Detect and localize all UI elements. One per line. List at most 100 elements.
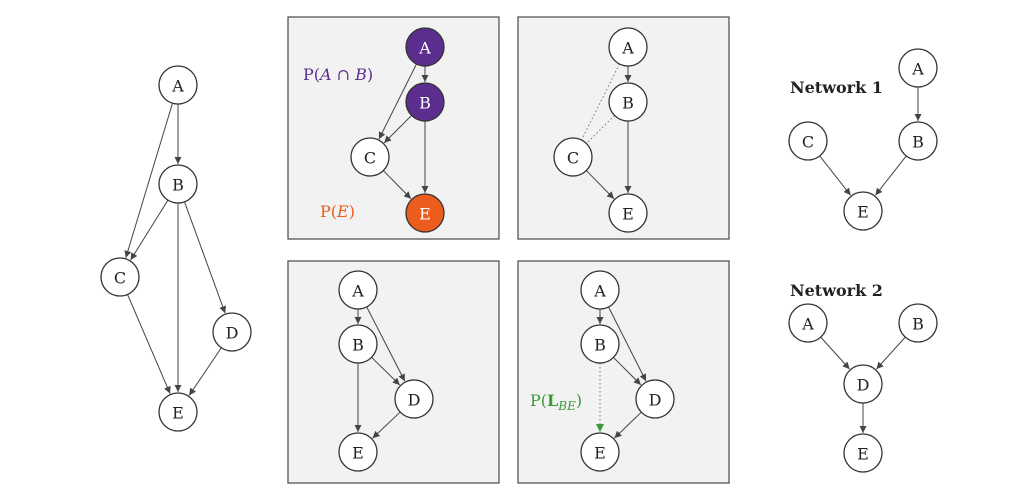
panel3-node-a: A — [338, 270, 378, 310]
network2-node-a: A — [788, 303, 828, 343]
full-node-e-circle — [158, 392, 198, 432]
panel4-node-e: E — [580, 432, 620, 472]
panel3-node-d-circle — [394, 379, 434, 419]
full-edge-b-c — [130, 199, 169, 261]
panel3-node-b: B — [338, 324, 378, 364]
network1-edge-c-e — [819, 155, 852, 196]
panel2-node-e-label: E — [622, 205, 634, 224]
panel3-node-a-label: A — [351, 282, 364, 301]
panel1-node-b-label: B — [419, 94, 431, 113]
panel2-node-c-label: C — [567, 149, 579, 168]
panel3-node-b-circle — [338, 324, 378, 364]
network-2-title: Network 2 — [790, 281, 883, 300]
full-edge-a-c — [124, 103, 173, 258]
full-node-e: E — [158, 392, 198, 432]
panel1-node-a-label: A — [418, 39, 431, 58]
panel2-edge-b-c — [586, 115, 615, 144]
network2-node-e-circle — [843, 433, 883, 473]
network2-node-b-label: B — [912, 315, 924, 334]
full-node-b-label: B — [172, 176, 184, 195]
panel2-node-a: A — [608, 27, 648, 67]
panel2-edge-c-e — [585, 170, 615, 200]
panel1-node-b-circle — [405, 82, 445, 122]
panel4-edge-a-d — [608, 306, 647, 382]
network2-node-b: B — [898, 303, 938, 343]
full-node-e-label: E — [172, 404, 184, 423]
panel-3-box — [287, 260, 500, 484]
panel4-edge-b-d — [613, 357, 642, 386]
panel1-node-e: E — [405, 193, 445, 233]
full-edge-d-e — [188, 347, 222, 396]
network1-node-b-circle — [898, 121, 938, 161]
panel4-node-d-label: D — [649, 391, 662, 410]
network2-node-e-label: E — [857, 445, 869, 464]
full-node-d-label: D — [226, 324, 239, 343]
full-node-d: D — [212, 312, 252, 352]
panel1-node-c-circle — [350, 137, 390, 177]
annotation-p-e: P(E) — [320, 202, 355, 221]
full-node-c: C — [100, 257, 140, 297]
panel4-node-a-label: A — [593, 282, 606, 301]
network2-node-e: E — [843, 433, 883, 473]
full-edge-b-d — [184, 201, 227, 314]
full-node-d-circle — [212, 312, 252, 352]
panel3-node-e: E — [338, 432, 378, 472]
panel4-node-b-label: B — [594, 336, 606, 355]
panel2-node-b: B — [608, 82, 648, 122]
edges-layer — [124, 63, 922, 439]
full-edge-c-e — [127, 294, 171, 394]
panel4-node-d-circle — [635, 379, 675, 419]
panel3-edge-d-e — [372, 411, 401, 439]
panel1-node-b: B — [405, 82, 445, 122]
network1-node-b: B — [898, 121, 938, 161]
annotation-p-a-and-b: P(A ∩ B) — [303, 65, 373, 84]
panel1-edge-c-e — [382, 170, 412, 200]
panel4-node-a-circle — [580, 270, 620, 310]
panel4-node-e-circle — [580, 432, 620, 472]
annotation-p-l-be: P(LBE) — [530, 391, 582, 413]
network2-node-d-label: D — [857, 376, 870, 395]
panel4-node-b-circle — [580, 324, 620, 364]
panel3-edge-a-d — [366, 306, 406, 382]
network1-edge-b-e — [874, 155, 907, 196]
panel4-edge-d-e — [614, 411, 642, 439]
network1-node-e-circle — [843, 191, 883, 231]
panel1-node-c-label: C — [364, 149, 376, 168]
network1-node-a-label: A — [911, 60, 924, 79]
panel2-node-e: E — [608, 193, 648, 233]
panel2-node-a-circle — [608, 27, 648, 67]
full-node-b: B — [158, 164, 198, 204]
panel1-node-e-label: E — [419, 205, 431, 224]
network2-edge-b-d — [876, 336, 906, 370]
network2-node-d-circle — [843, 364, 883, 404]
network2-node-b-circle — [898, 303, 938, 343]
panel2-node-b-label: B — [622, 94, 634, 113]
network1-node-e: E — [843, 191, 883, 231]
panel2-node-a-label: A — [621, 39, 634, 58]
panel3-edge-b-d — [371, 356, 401, 386]
panel1-node-c: C — [350, 137, 390, 177]
panel3-node-e-circle — [338, 432, 378, 472]
panel3-node-e-label: E — [352, 444, 364, 463]
panel3-node-d-label: D — [408, 391, 421, 410]
full-node-b-circle — [158, 164, 198, 204]
panel4-node-d: D — [635, 379, 675, 419]
network1-node-a: A — [898, 48, 938, 88]
network2-node-d: D — [843, 364, 883, 404]
panel4-node-b: B — [580, 324, 620, 364]
network2-edge-a-d — [820, 336, 850, 370]
panel4-node-e-label: E — [594, 444, 606, 463]
panel3-node-b-label: B — [352, 336, 364, 355]
panel2-node-e-circle — [608, 193, 648, 233]
network1-node-c-label: C — [802, 133, 814, 152]
network1-node-a-circle — [898, 48, 938, 88]
network1-node-c: C — [788, 121, 828, 161]
panel1-node-e-circle — [405, 193, 445, 233]
panel1-node-a-circle — [405, 27, 445, 67]
network1-node-e-label: E — [857, 203, 869, 222]
panel2-node-c: C — [553, 137, 593, 177]
network1-node-c-circle — [788, 121, 828, 161]
panel-4-box — [517, 260, 730, 484]
